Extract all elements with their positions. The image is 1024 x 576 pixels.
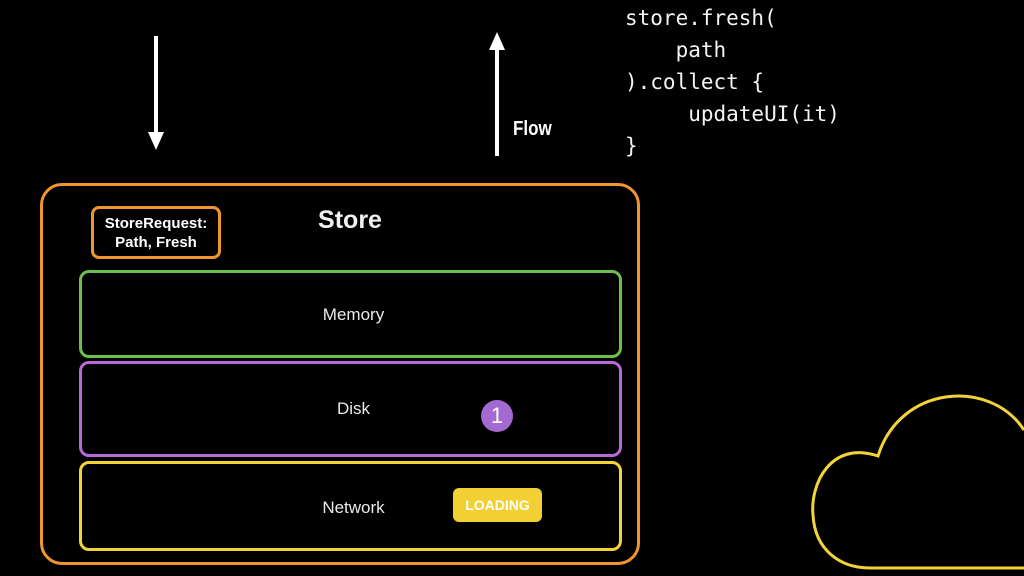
memory-layer: Memory [79,270,622,358]
up-arrow-icon [489,32,505,156]
code-line: } [625,134,638,158]
code-snippet: store.fresh( path ).collect { updateUI(it… [625,2,840,162]
network-layer: Network [79,461,622,551]
code-line: ).collect { [625,70,765,94]
cloud-icon [811,394,1024,570]
network-label: Network [322,498,385,517]
disk-layer: Disk [79,361,622,457]
down-arrow-icon [148,36,164,150]
store-request-params: Path, Fresh [115,233,197,251]
disk-step-badge: 1 [481,400,513,432]
loading-badge: LOADING [453,488,542,522]
disk-label: Disk [336,399,371,418]
store-container [40,183,640,565]
store-request-label: StoreRequest: [104,214,208,232]
code-line: path [625,38,727,62]
code-line: store.fresh( [625,6,777,30]
store-title: Store [318,206,382,234]
store-request-box: StoreRequest: Path, Fresh [91,206,221,259]
flow-label: Flow [513,118,552,140]
code-line: updateUI(it) [625,102,840,126]
memory-label: Memory [322,305,385,324]
